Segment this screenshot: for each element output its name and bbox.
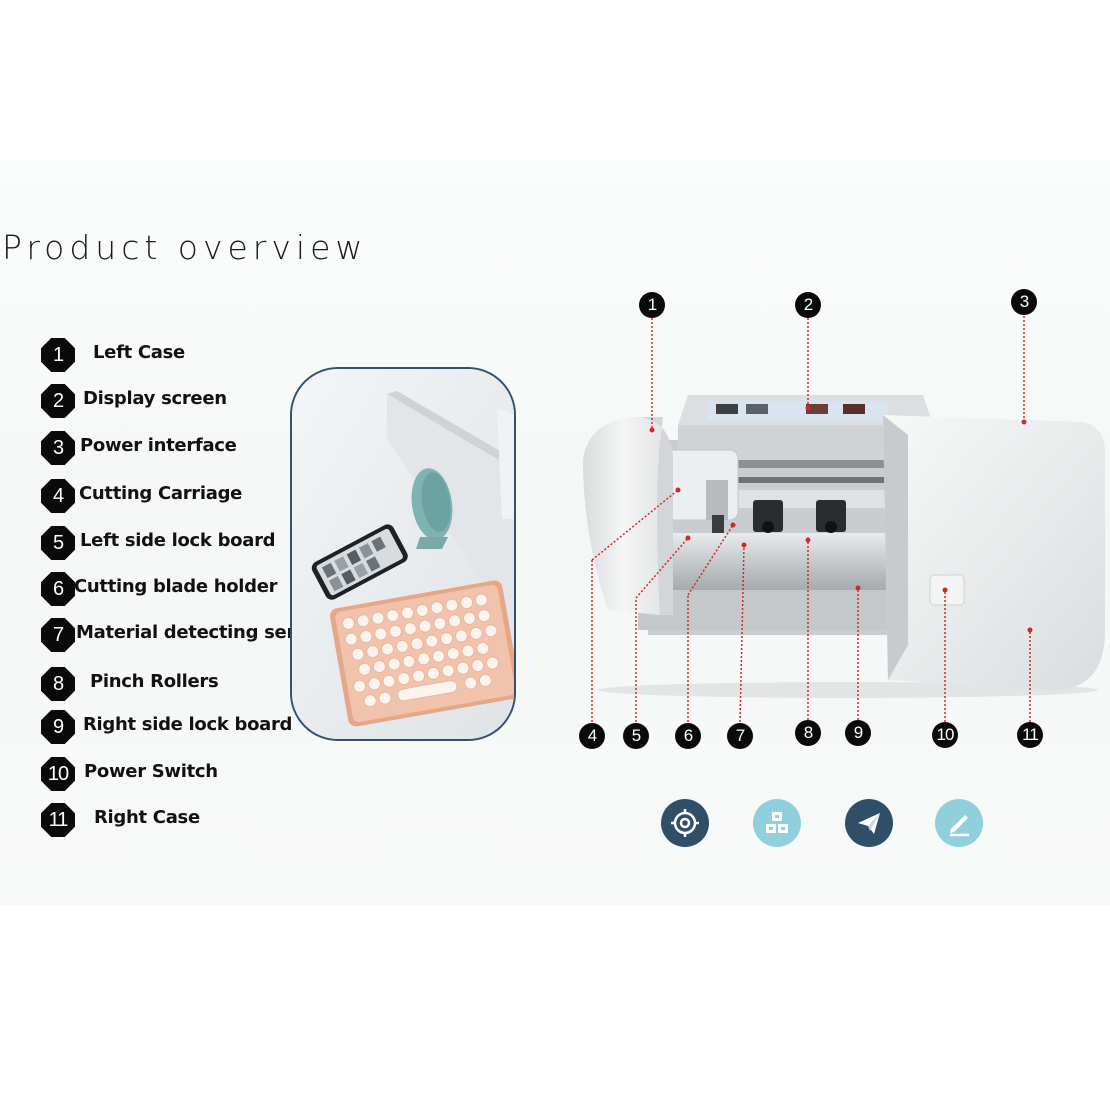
legend-label: Display screen [83,388,227,409]
callout-1: 1 [639,292,665,318]
callout-2: 2 [795,292,821,318]
cutting-plotter-illustration [583,395,1106,698]
pencil-icon [935,799,983,847]
legend-label: Pinch Rollers [90,671,219,692]
legend-label: Cutting Carriage [79,483,243,504]
number-badge: 5 [41,526,75,560]
number-badge: 9 [41,710,75,744]
legend-label: Power Switch [84,761,218,782]
callout-3: 3 [1011,289,1037,315]
number-badge: 4 [41,479,75,513]
number-badge: 10 [41,757,75,791]
number-badge: 2 [41,384,75,418]
callout-4: 4 [579,723,605,749]
number-badge: 1 [41,338,75,372]
legend-label: Right side lock board [83,714,293,735]
legend-label: Right Case [94,807,200,828]
number-badge: 8 [41,667,75,701]
number-badge: 3 [41,431,75,465]
lifestyle-photo [290,367,516,741]
number-badge: 11 [41,803,75,837]
paper-plane-icon [845,799,893,847]
callout-11: 11 [1017,722,1043,748]
number-badge: 6 [41,572,75,606]
legend-label: Left side lock board [80,530,276,551]
legend-label: Left Case [93,342,185,363]
desk-scene-illustration [292,369,514,739]
blocks-icon [753,799,801,847]
legend-label: Power interface [80,435,237,456]
legend-label: Material detecting sensor [76,622,331,643]
target-icon [661,799,709,847]
callout-5: 5 [623,723,649,749]
legend-label: Cutting blade holder [74,576,278,597]
number-badge: 7 [41,618,75,652]
callout-10: 10 [932,722,958,748]
page-title: Product overview [2,228,368,267]
callout-7: 7 [727,723,753,749]
callout-8: 8 [795,720,821,746]
callout-6: 6 [675,723,701,749]
callout-9: 9 [845,720,871,746]
